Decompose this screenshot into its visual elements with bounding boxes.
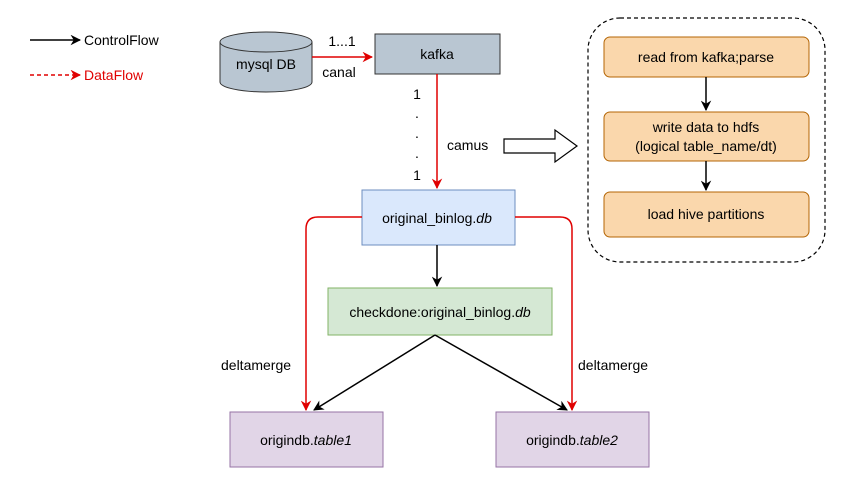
kafka-node: kafka [374,33,501,75]
mysql-db-label: mysql DB [236,56,296,72]
cardinality-dot-2: . [415,125,419,141]
checkdone-label: checkdone:original_binlog.db [349,304,531,320]
table1-label-italic: table1 [314,432,352,448]
table2-node: origindb.table2 [495,411,650,468]
legend-control-flow-label: ControlFlow [84,32,160,48]
cardinality-dot-1: . [415,105,419,121]
edge-checkdone-to-table1 [313,334,436,411]
camus-step-read-label: read from kafka;parse [638,49,774,65]
table1-node: origindb.table1 [229,411,384,468]
camus-detail-panel [587,17,826,263]
deltamerge-left-label: deltamerge [221,357,291,373]
mysql-db-node: mysql DB [219,31,313,93]
table1-label-plain: origindb. [260,432,314,448]
edge-mysql-kafka-cardinality: 1...1 [328,33,355,49]
cardinality-bottom: 1 [413,167,421,183]
edge-checkdone-to-table2 [434,334,568,411]
checkdone-node: checkdone:original_binlog.db [327,287,553,336]
camus-step-load-label: load hive partitions [648,206,765,222]
binlog-node: original_binlog.db [361,189,516,246]
camus-step-read: read from kafka;parse [603,36,810,78]
edge-binlog-to-table2-deltamerge [515,216,578,412]
edge-camus-label: camus [447,137,488,153]
cardinality-dot-3: . [415,145,419,161]
deltamerge-right-label: deltamerge [578,357,648,373]
camus-step-load: load hive partitions [603,191,810,238]
legend-data-flow-label: DataFlow [84,67,144,83]
cardinality-top: 1 [413,86,421,102]
camus-expand-arrow [503,128,579,164]
checkdone-label-plain: checkdone:original_binlog. [349,304,515,320]
binlog-label-plain: original_binlog. [382,210,476,226]
checkdone-label-italic: db [515,304,531,320]
kafka-label: kafka [420,46,454,62]
legend: ControlFlow DataFlow [30,32,160,83]
table2-label-italic: table2 [580,432,618,448]
camus-step-write-line1: write data to hdfs [652,119,760,135]
edge-canal-label: canal [322,64,355,80]
table2-label-plain: origindb. [526,432,580,448]
table1-label: origindb.table1 [260,432,352,448]
table2-label: origindb.table2 [526,432,618,448]
edge-binlog-to-table1-deltamerge [300,216,362,412]
camus-step-write-line2: (logical table_name/dt) [635,138,777,154]
camus-step-write: write data to hdfs (logical table_name/d… [603,111,810,162]
binlog-label: original_binlog.db [382,210,492,226]
binlog-label-italic: db [476,210,492,226]
